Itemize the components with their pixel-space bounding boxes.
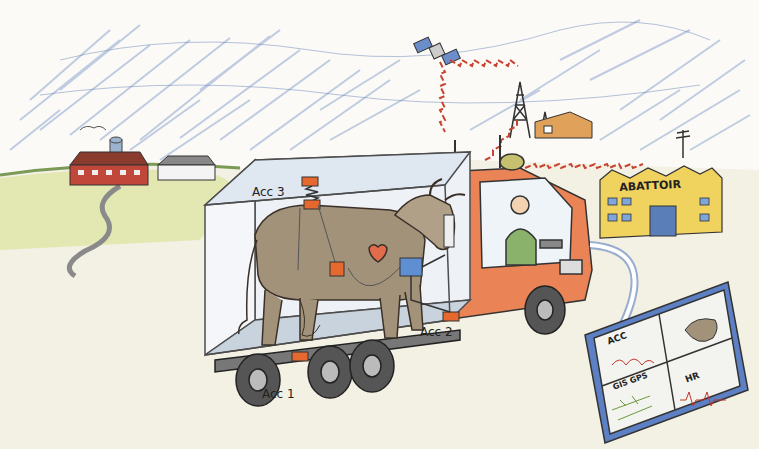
abattoir-building xyxy=(600,130,722,238)
screen-label: ACC xyxy=(606,331,628,347)
sensor-label: Acc 1 xyxy=(262,388,295,401)
farm xyxy=(70,126,215,185)
screen-label: HR xyxy=(684,371,701,385)
road xyxy=(69,186,120,276)
screen-label: GIS GPS xyxy=(612,372,649,393)
sensor-label: Acc 2 xyxy=(420,326,453,339)
sensor-label: Acc 3 xyxy=(252,186,285,199)
sensors xyxy=(292,177,459,361)
cow xyxy=(239,179,465,345)
tablet xyxy=(585,282,748,443)
relay-house xyxy=(535,112,592,138)
sky-hatching xyxy=(10,20,750,160)
cargo-box xyxy=(205,152,470,355)
wheels xyxy=(215,286,565,406)
satellite xyxy=(414,37,461,65)
data-link xyxy=(590,245,635,330)
building-sign: ABATTOIR xyxy=(619,179,681,194)
